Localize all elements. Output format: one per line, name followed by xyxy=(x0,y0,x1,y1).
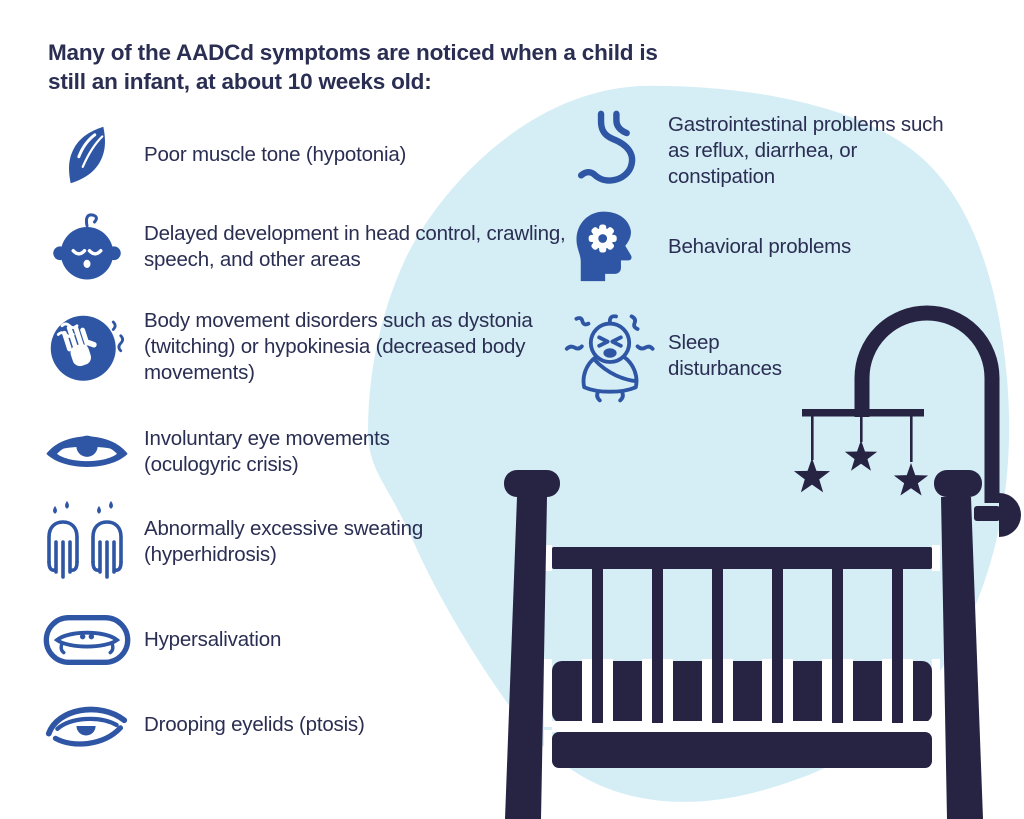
symptom-text: Gastrointestinal problems such as reflux… xyxy=(668,113,944,188)
twitching-hand-icon xyxy=(36,307,138,387)
symptom-text: Body movement disorders such as dystonia… xyxy=(144,309,533,384)
symptom-text: Behavioral problems xyxy=(668,235,852,258)
page-title: Many of the AADCd symptoms are noticed w… xyxy=(48,40,658,94)
symptom-item: Involuntary eye movements (oculogyric cr… xyxy=(36,408,444,496)
symptom-text: Hypersalivation xyxy=(144,628,282,651)
symptom-item: Hypersalivation xyxy=(36,598,444,682)
symptom-item: Poor muscle tone (hypotonia) xyxy=(36,112,564,198)
crib-right-cap xyxy=(934,470,982,497)
symptom-item: Sleep disturbances xyxy=(558,306,818,406)
stomach-icon xyxy=(558,110,662,192)
drooping-eyelid-icon xyxy=(36,697,138,753)
symptom-item: Body movement disorders such as dystonia… xyxy=(36,302,544,392)
drooling-mouth-icon xyxy=(36,609,138,671)
symptom-item: Drooping eyelids (ptosis) xyxy=(36,684,544,766)
mobile-crossbar xyxy=(802,409,924,417)
symptom-item: Gastrointestinal problems such as reflux… xyxy=(558,106,968,196)
symptom-text: Involuntary eye movements (oculogyric cr… xyxy=(144,427,390,476)
symptom-text: Drooping eyelids (ptosis) xyxy=(144,713,365,736)
symptom-text: Sleep disturbances xyxy=(668,331,782,380)
symptom-item: Behavioral problems xyxy=(558,204,968,290)
symptom-text: Abnormally excessive sweating (hyperhidr… xyxy=(144,517,424,566)
symptom-item: Delayed development in head control, cra… xyxy=(36,204,589,290)
mobile-crank-knob xyxy=(999,493,1021,537)
symptom-text: Poor muscle tone (hypotonia) xyxy=(144,143,407,166)
crib-right-leg xyxy=(941,497,983,819)
symptom-text: Delayed development in head control, cra… xyxy=(144,222,566,271)
crib-left-cap xyxy=(504,470,560,497)
mobile-arm xyxy=(854,305,1000,503)
mobile-star xyxy=(893,463,929,496)
sleeping-baby-head-icon xyxy=(36,207,138,287)
rolled-eye-icon xyxy=(36,423,138,481)
head-gear-icon xyxy=(558,208,662,286)
crying-baby-icon xyxy=(558,308,662,404)
mobile-star xyxy=(793,458,831,493)
mobile-star xyxy=(844,440,878,471)
symptom-item: Abnormally excessive sweating (hyperhidr… xyxy=(36,498,474,586)
sweating-hands-icon xyxy=(36,500,138,584)
muscle-icon xyxy=(36,119,138,191)
crib-left-leg xyxy=(505,497,547,819)
mobile-crank-bar xyxy=(974,506,1000,521)
